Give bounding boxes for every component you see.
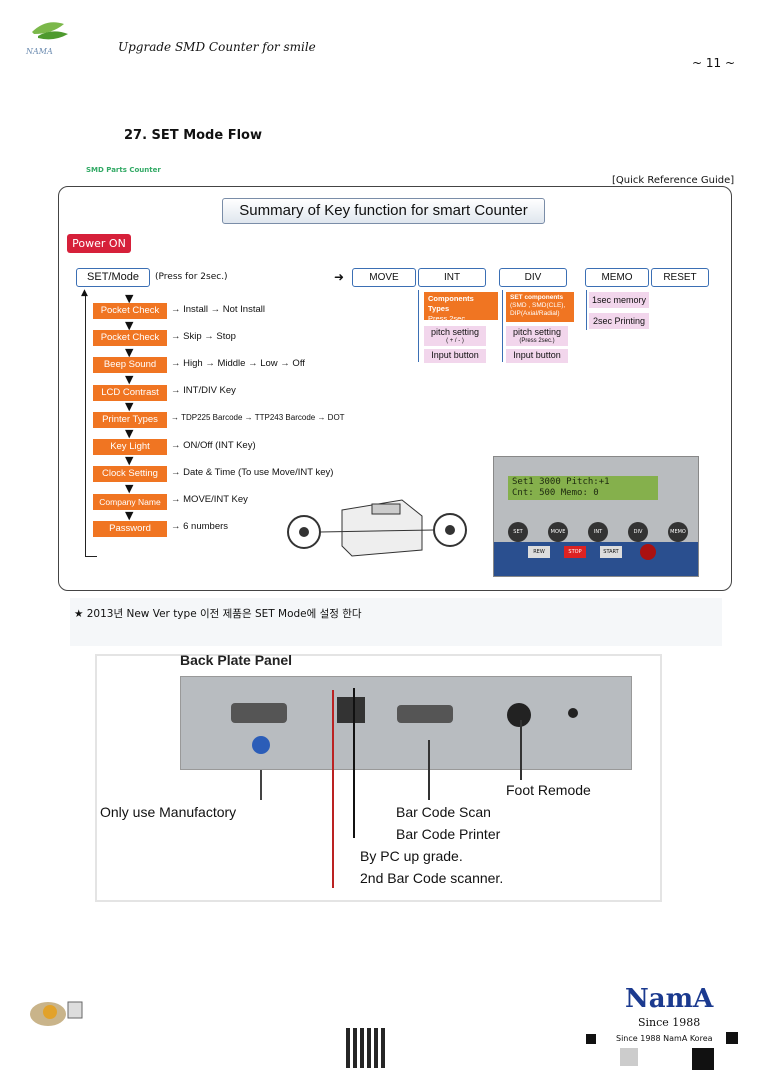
set-mode-key: SET/Mode	[76, 268, 150, 287]
panel-int-key: INT	[588, 522, 608, 542]
return-line-foot	[85, 556, 97, 557]
step-box: Beep Sound	[93, 357, 167, 373]
nama-brand-logo: NamA	[625, 984, 714, 1014]
div-bracket	[502, 290, 503, 362]
move-key: MOVE	[352, 268, 416, 287]
step-text: → MOVE/INT Key	[171, 494, 248, 505]
step-box: Pocket Check	[93, 330, 167, 346]
div-set-components: SET components (SMD , SMD(CLE), DIP(Axia…	[506, 292, 574, 322]
step-text: → Install → Not Install	[171, 304, 265, 315]
pointer-line	[428, 740, 430, 800]
backplate-title: Back Plate Panel	[180, 652, 293, 668]
lcd-display: Set1 3000 Pitch:+1 Cnt: 500 Memo: 0	[508, 476, 658, 500]
page-number: ~ 11 ~	[692, 56, 736, 70]
int-components-types: Components Types Press 2sec.	[424, 292, 498, 323]
label-barcode-printer: Bar Code Printer	[396, 826, 501, 842]
step-text: → TDP225 Barcode → TTP243 Barcode → DOT	[171, 413, 345, 422]
arrow-down-icon: ▼	[125, 454, 134, 467]
arrow-up-icon: ▲	[81, 288, 88, 298]
arrow-down-icon: ▼	[125, 346, 134, 359]
step-text: → Date & Time (To use Move/INT key)	[171, 467, 334, 478]
backplate-photo	[180, 676, 632, 770]
section-title: 27. SET Mode Flow	[124, 128, 262, 143]
div-pitch-setting: pitch setting (Press 2sec.)	[506, 326, 568, 346]
since-label: Since 1988	[638, 1016, 701, 1029]
int-key: INT	[418, 268, 486, 287]
arrow-down-icon: ▼	[125, 400, 134, 413]
since-company-label: Since 1988 NamA Korea	[616, 1034, 713, 1043]
square-icon	[586, 1034, 596, 1044]
square-icon	[692, 1048, 714, 1070]
panel-key-row: SET MOVE INT DIV MEMO	[508, 522, 688, 542]
pointer-line-red	[332, 690, 334, 888]
step-box: Key Light	[93, 439, 167, 455]
label-barcode-scan: Bar Code Scan	[396, 804, 491, 820]
step-text: → 6 numbers	[171, 521, 229, 532]
pointer-line	[353, 688, 355, 838]
step-box: Printer Types	[93, 412, 167, 428]
svg-text:NAMA: NAMA	[25, 47, 53, 56]
guide-frame	[58, 186, 732, 591]
int-pitch-setting: pitch setting ( + / - )	[424, 326, 486, 346]
quick-reference-label: [Quick Reference Guide]	[612, 175, 735, 186]
memo-key: MEMO	[585, 268, 649, 287]
arrow-down-icon: ▼	[125, 482, 134, 495]
step-box: Pocket Check	[93, 303, 167, 319]
arrow-down-icon: ▼	[125, 427, 134, 440]
square-icon	[726, 1032, 738, 1044]
counter-device-illustration	[282, 490, 472, 566]
panel-rew-key: REW	[528, 546, 550, 558]
arrow-right-icon: ➜	[334, 270, 345, 284]
arrow-down-icon: ▼	[125, 509, 134, 522]
int-input-button: Input button	[424, 349, 486, 363]
arrow-down-icon: ▼	[125, 319, 134, 332]
pointer-line	[520, 720, 522, 780]
int-bracket	[418, 290, 419, 362]
label-foot-remode: Foot Remode	[506, 782, 591, 798]
power-on-label: Power ON	[67, 234, 131, 253]
square-icon	[620, 1048, 638, 1066]
memo-2sec: 2sec Printing	[589, 313, 649, 329]
label-pc-upgrade: By PC up grade.	[360, 848, 463, 864]
arrow-down-icon: ▼	[125, 292, 134, 305]
qr-code-icon	[346, 1028, 386, 1068]
nama-leaf-logo: NAMA	[24, 14, 74, 58]
step-text: → INT/DIV Key	[171, 385, 236, 396]
panel-set-key: SET	[508, 522, 528, 542]
step-text: → ON/Off (INT Key)	[171, 440, 256, 451]
backplate-frame	[95, 654, 662, 902]
header-title: Upgrade SMD Counter for smile	[118, 40, 316, 54]
panel-blue-strip	[494, 542, 698, 576]
arrow-down-icon: ▼	[125, 373, 134, 386]
panel-div-key: DIV	[628, 522, 648, 542]
pointer-line	[260, 770, 262, 800]
power-switch-icon	[640, 544, 656, 560]
panel-memo-key: MEMO	[668, 522, 688, 542]
panel-move-key: MOVE	[548, 522, 568, 542]
div-input-button: Input button	[506, 349, 568, 363]
step-box: LCD Contrast	[93, 385, 167, 401]
label-2nd-scanner: 2nd Bar Code scanner.	[360, 870, 504, 886]
return-line	[85, 296, 86, 556]
summary-title: Summary of Key function for smart Counte…	[222, 198, 545, 224]
mini-logo: SMD Parts Counter	[86, 166, 161, 174]
step-box: Clock Setting	[93, 466, 167, 482]
step-box: Password	[93, 521, 167, 537]
step-text: → High → Middle → Low → Off	[171, 358, 305, 369]
reset-key: RESET	[651, 268, 709, 287]
press-note: (Press for 2sec.)	[155, 272, 228, 282]
label-manufactory: Only use Manufactory	[100, 804, 237, 820]
note-text: ★ 2013년 New Ver type 이전 제품은 SET Mode에 설정…	[74, 608, 362, 620]
footer-certification-logo	[28, 996, 90, 1032]
panel-stop-key: STOP	[564, 546, 586, 558]
div-key: DIV	[499, 268, 567, 287]
step-box: Company Name	[93, 494, 167, 510]
memo-1sec: 1sec memory	[589, 292, 649, 308]
panel-start-key: START	[600, 546, 622, 558]
step-text: → Skip → Stop	[171, 331, 236, 342]
memo-bracket	[586, 290, 587, 330]
note-bar	[70, 598, 722, 646]
